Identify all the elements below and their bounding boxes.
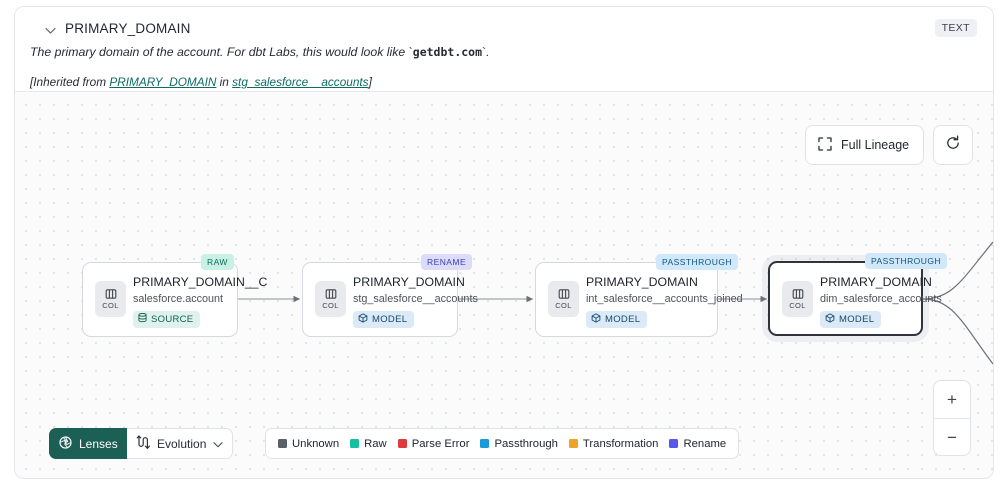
inherited-model-link[interactable]: stg_salesforce__accounts [232,75,369,89]
lenses-button[interactable]: Lenses [49,428,130,459]
inherited-suffix: ] [368,75,372,89]
header-divider [15,91,993,92]
cube-icon [825,313,835,326]
node-kind-label: MODEL [839,314,875,325]
full-lineage-button[interactable]: Full Lineage [805,125,925,165]
legend-swatch [669,439,679,448]
lineage-panel: PRIMARY_DOMAIN TEXT The primary domain o… [14,6,994,479]
node-tag: RAW [201,254,234,270]
legend-item: Rename [669,438,726,450]
legend-swatch [350,439,360,448]
col-icon: COL [548,281,579,317]
full-lineage-label: Full Lineage [841,138,910,152]
legend-item: Unknown [278,438,339,450]
legend-label: Parse Error [411,437,470,450]
description-suffix: . [486,45,490,59]
node-kind-badge: MODEL [353,311,415,328]
node-subtitle: int_salesforce__accounts_joined [586,293,743,305]
chevron-down-icon [213,437,224,451]
legend-swatch [278,439,287,448]
col-icon-label: COL [102,301,119,310]
lineage-node-selected[interactable]: PASSTHROUGH COL PRIMARY_DOMAIN dim_sales… [768,253,947,336]
lineage-node[interactable]: RAW COL PRIMARY_DOMAIN__C salesforce.acc… [82,254,267,337]
node-tag: PASSTHROUGH [656,254,738,270]
lineage-node[interactable]: PASSTHROUGH COL PRIMARY_DOMAIN int_sales… [535,254,743,337]
inherited-prefix: [Inherited from [30,75,110,89]
inherited-mid: in [216,75,233,89]
inherited-from-note: [Inherited from PRIMARY_DOMAIN in stg_sa… [30,75,372,89]
node-kind-label: MODEL [372,314,408,325]
legend-label: Passthrough [494,437,558,450]
node-kind-label: SOURCE [151,314,194,325]
lineage-node[interactable]: RENAME COL PRIMARY_DOMAIN stg_salesforce… [302,254,478,337]
node-subtitle: dim_salesforce_accounts [820,293,942,305]
description-text: The primary domain of the account. For d… [30,45,409,59]
node-kind-label: MODEL [605,314,641,325]
legend-label: Rename [683,437,727,450]
col-icon: COL [95,281,126,317]
node-subtitle: stg_salesforce__accounts [353,293,478,305]
zoom-in-button[interactable]: + [947,389,957,409]
legend-label: Transformation [582,437,659,450]
lineage-legend: Unknown Raw Parse Error Passthrough Tran… [265,428,740,459]
node-kind-badge: MODEL [820,311,882,328]
legend-item: Raw [350,438,387,450]
legend-swatch [480,439,490,448]
page-title: PRIMARY_DOMAIN [65,21,191,36]
evolution-dropdown[interactable]: Evolution [127,428,234,459]
legend-item: Parse Error [397,437,470,450]
col-icon: COL [315,281,346,317]
node-tag: RENAME [421,254,473,270]
refresh-button[interactable] [933,125,973,165]
node-subtitle: salesforce.account [133,293,224,305]
database-icon [138,312,147,326]
legend-swatch [568,439,578,448]
zoom-out-button[interactable]: − [947,427,957,447]
refresh-icon [945,134,961,156]
legend-label: Raw [364,437,387,450]
legend-item: Transformation [568,437,659,450]
legend-label: Unknown [292,437,340,450]
cube-icon [591,313,601,326]
col-icon-label: COL [789,301,806,310]
node-title: PRIMARY_DOMAIN [820,275,932,289]
evolution-icon [136,434,150,453]
type-badge: TEXT [934,19,977,37]
description-code: getdbt.com [412,45,483,59]
expand-icon [818,136,832,154]
node-title: PRIMARY_DOMAIN [353,275,465,289]
inherited-column-link[interactable]: PRIMARY_DOMAIN [109,75,217,89]
legend-swatch [397,439,407,448]
lineage-canvas[interactable]: RAW COL PRIMARY_DOMAIN__C salesforce.acc… [15,92,993,478]
column-header: PRIMARY_DOMAIN TEXT The primary domain o… [15,7,993,92]
col-icon: COL [782,281,813,317]
evolution-label: Evolution [157,436,207,451]
node-title: PRIMARY_DOMAIN [586,275,698,289]
lenses-label: Lenses [79,436,118,451]
column-description: The primary domain of the account. For d… [30,45,490,59]
zoom-controls[interactable]: + − [933,380,971,456]
zoom-divider [934,418,970,419]
node-kind-badge: SOURCE [133,311,201,328]
legend-item: Passthrough [480,437,558,450]
aperture-icon [59,435,72,452]
node-kind-badge: MODEL [586,311,648,328]
col-icon-label: COL [322,301,339,310]
cube-icon [358,313,368,326]
chevron-down-icon[interactable] [39,20,61,40]
node-title: PRIMARY_DOMAIN__C [133,275,268,289]
col-icon-label: COL [555,301,572,310]
node-tag: PASSTHROUGH [865,253,947,269]
